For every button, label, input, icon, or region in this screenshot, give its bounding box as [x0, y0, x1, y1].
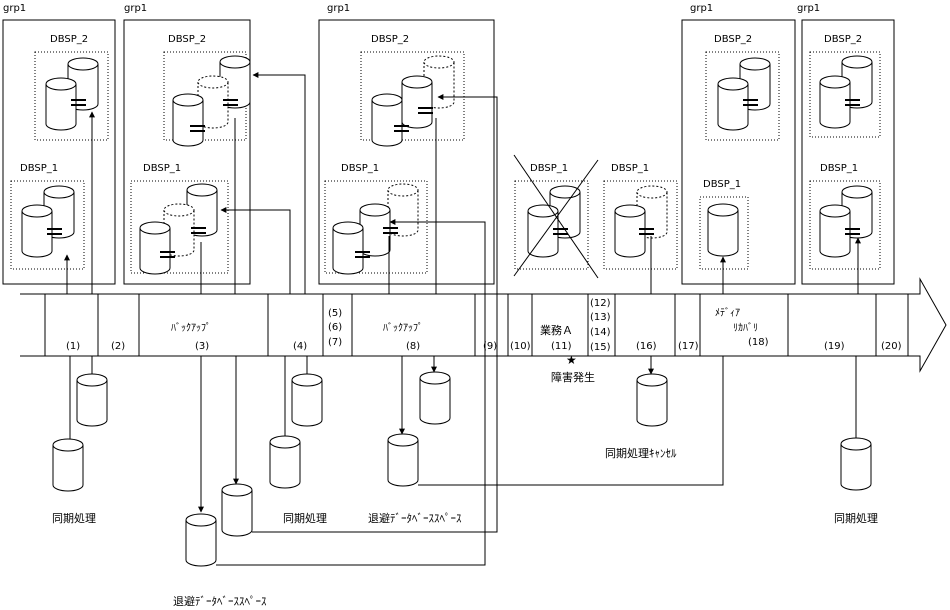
backup-label: ﾊﾞｯｸｱｯﾌﾟ — [383, 322, 423, 334]
cancel-dbsp: DBSP_1 — [603, 163, 678, 270]
step-label: (3) — [195, 341, 209, 352]
group-label: grp1 — [327, 3, 350, 14]
step-label: (18) — [748, 337, 769, 348]
step-label: (9) — [483, 341, 497, 352]
group-1: grp1 DBSP_2 DBSP_1 — [2, 3, 116, 285]
cylinder-triple — [172, 55, 251, 147]
dbsp-2-box — [705, 51, 780, 141]
step-label: (2) — [111, 341, 125, 352]
group-label: grp1 — [797, 3, 820, 14]
failed-dbsp: DBSP_1 — [513, 154, 599, 279]
dbsp-2-label: DBSP_2 — [50, 34, 88, 45]
backup-1 — [185, 356, 253, 567]
recovery-label: ﾘｶﾊﾞﾘ — [733, 322, 758, 334]
sync-cylinders — [52, 356, 872, 492]
dbsp-2-box — [360, 51, 465, 141]
media-label: ﾒﾃﾞｨｱ — [715, 307, 740, 319]
dbsp-2-label: DBSP_2 — [714, 34, 752, 45]
dbsp-2-label: DBSP_2 — [824, 34, 862, 45]
backup-label: ﾊﾞｯｸｱｯﾌﾟ — [171, 322, 211, 334]
step-label: (12) — [590, 298, 611, 309]
dbsp-1-label: DBSP_1 — [20, 163, 58, 174]
group-label: grp1 — [124, 3, 147, 14]
diagram-root: grp1 DBSP_2 DBSP_1 grp1 DBSP_2 — [2, 3, 947, 608]
cylinder-pair — [819, 185, 873, 258]
cylinder-pair — [717, 57, 771, 131]
cylinder-pair — [45, 57, 99, 131]
step-label: (11) — [551, 341, 572, 352]
dbsp-1-box — [130, 180, 229, 274]
dbsp-2-box — [809, 51, 881, 138]
timeline — [20, 277, 947, 373]
sync-cancel-label: 同期処理ｷｬﾝｾﾙ — [605, 447, 677, 460]
cylinder-pair — [21, 185, 75, 258]
group-2: grp1 DBSP_2 DBSP_1 — [123, 3, 251, 285]
step-label: (19) — [824, 341, 845, 352]
group-4: grp1 DBSP_2 DBSP_1 — [681, 3, 796, 285]
cylinder-single — [707, 203, 739, 257]
step-labels: (1) (2) (3) (4) (5) (6) (7) (8) (9) (10)… — [66, 298, 902, 353]
dbsp-1-box — [699, 196, 749, 270]
backup-2 — [387, 356, 451, 487]
dbsp-1-box — [324, 180, 428, 274]
step-label: (14) — [590, 327, 611, 338]
business-label: 業務Ａ — [540, 323, 573, 337]
cylinder-pair — [819, 55, 873, 129]
step-label: (1) — [66, 341, 80, 352]
sync-arrows — [64, 72, 861, 294]
dbsp-1-label: DBSP_1 — [703, 179, 741, 190]
sync-label: 同期処理 — [834, 512, 878, 525]
dbsp-2-label: DBSP_2 — [168, 34, 206, 45]
step-label: (5) — [328, 308, 342, 319]
dbsp-1-box — [809, 180, 881, 270]
backup-space-label: 退避ﾃﾞｰﾀﾍﾞｰｽｽﾍﾟｰｽ — [368, 511, 462, 525]
failure-label: 障害発生 — [551, 370, 595, 384]
step-label: (17) — [678, 341, 699, 352]
step-label: (4) — [293, 341, 307, 352]
dbsp-2-label: DBSP_2 — [371, 34, 409, 45]
step-label: (20) — [881, 341, 902, 352]
dbsp-1-label: DBSP_1 — [341, 163, 379, 174]
step-label: (7) — [328, 337, 342, 348]
group-3: grp1 DBSP_2 DBSP_1 — [318, 3, 495, 285]
step-label: (6) — [328, 322, 342, 333]
cross-line — [513, 159, 599, 277]
sync-cancel — [418, 356, 724, 486]
group-label: grp1 — [3, 3, 26, 14]
dbsp-1-label: DBSP_1 — [530, 163, 568, 174]
cylinder-triple — [332, 183, 419, 275]
restore-paths — [216, 94, 498, 566]
sync-label: 同期処理 — [52, 512, 96, 525]
dbsp-1-label: DBSP_1 — [611, 163, 649, 174]
annotations: 障害発生 同期処理 同期処理 同期処理 同期処理ｷｬﾝｾﾙ 退避ﾃﾞｰﾀﾍﾞｰｽ… — [52, 370, 878, 608]
step-label: (16) — [636, 341, 657, 352]
step-label: (8) — [406, 341, 420, 352]
dbsp-1-label: DBSP_1 — [143, 163, 181, 174]
backup-space-label: 退避ﾃﾞｰﾀﾍﾞｰｽｽﾍﾟｰｽ — [173, 594, 267, 608]
step-label: (10) — [510, 341, 531, 352]
step-label: (15) — [590, 342, 611, 353]
group-5: grp1 DBSP_2 DBSP_1 — [797, 3, 895, 285]
group-label: grp1 — [690, 3, 713, 14]
failure-star-icon: ★ — [566, 353, 577, 367]
step-label: (13) — [590, 312, 611, 323]
sync-label: 同期処理 — [283, 512, 327, 525]
cross-line — [513, 154, 599, 279]
dbsp-1-label: DBSP_1 — [820, 163, 858, 174]
dbsp-1-box — [10, 180, 85, 270]
cylinder-triple — [371, 55, 455, 147]
cylinder-triple — [139, 183, 218, 275]
dbsp-2-box — [34, 51, 109, 141]
timeline-arrow — [20, 277, 947, 373]
